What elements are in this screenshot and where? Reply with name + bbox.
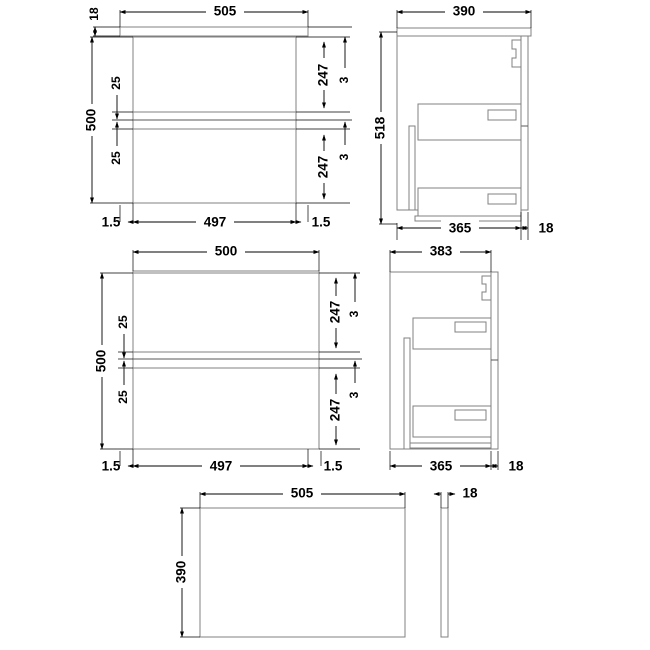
dim-label-365-depth: 365: [449, 221, 472, 236]
drawer-box-upper: [417, 103, 522, 141]
dim-label-bg-365: [441, 220, 479, 236]
base-rail-2: [409, 442, 492, 449]
dim-label-bg-383: [422, 244, 460, 260]
wall-bracket-upper-2: [481, 275, 492, 301]
worktop-edge-strip: [440, 507, 449, 638]
dim-label-bg-505: [206, 3, 244, 19]
dim-label-500-height: 500: [84, 109, 99, 132]
dim-label-bg-497: [196, 214, 234, 230]
cabinet-body-2: [132, 272, 320, 450]
drawer-runner-upper: [487, 109, 517, 121]
dim-label-25-upper: 25: [109, 76, 123, 90]
dim-label-18-edge: 18: [462, 486, 478, 501]
dim-label-390-depth: 390: [453, 4, 476, 19]
dim-label-500-width-2: 500: [215, 244, 238, 259]
dim-label-390-panel: 390: [174, 561, 189, 584]
view-worktop-panel: 505 390 18: [174, 486, 478, 638]
dim-label-1p5-right-2: 1.5: [324, 459, 343, 474]
dim-label-518-height: 518: [373, 116, 388, 139]
dim-label-1p5-left: 1.5: [102, 215, 121, 230]
dim-label-bg-247l: [316, 151, 332, 183]
dim-label-247-upper-2: 247: [328, 301, 343, 324]
dim-label-bg-500: [84, 104, 100, 136]
dim-label-505-panel: 505: [291, 486, 314, 501]
dim-label-bg-500h: [94, 345, 110, 377]
drawer-runner-lower-2: [454, 409, 487, 421]
worktop-panel-plate: [199, 507, 406, 638]
dim-label-bg-247u2: [328, 296, 344, 328]
dim-label-500-height-2: 500: [94, 350, 109, 373]
dim-label-bg-500w: [207, 244, 245, 260]
dim-label-1p5-right: 1.5: [312, 215, 331, 230]
side-worktop-slab: [396, 27, 532, 37]
dim-label-18-thickness: 18: [87, 7, 101, 21]
dim-label-bg-518: [373, 112, 389, 144]
dim-label-3-lower-2: 3: [347, 391, 361, 398]
dim-label-bg-390: [445, 3, 483, 19]
worktop-slab: [119, 26, 309, 37]
dim-label-18-panel: 18: [538, 221, 554, 236]
drawer-runner-lower: [487, 193, 517, 205]
dim-label-365-depth-2: 365: [430, 459, 453, 474]
view-front-elevation-505: 18 505 500 25 25 247 3: [84, 3, 352, 230]
view-side-elevation-383: 383 365 18: [389, 244, 524, 474]
drawer-runner-upper-2: [454, 321, 487, 333]
dim-label-bg-247l2: [328, 394, 344, 426]
dim-label-247-lower-2: 247: [328, 399, 343, 422]
dim-label-bg-390p: [174, 556, 190, 588]
dim-label-497-2: 497: [210, 459, 233, 474]
dim-label-bg-505p: [283, 486, 321, 502]
dim-label-25-lower-2: 25: [116, 390, 130, 404]
front-rail-2: [403, 337, 411, 450]
dim-label-25-upper-2: 25: [116, 315, 130, 329]
dim-label-3-upper-2: 3: [347, 310, 361, 317]
dim-label-bg-365-2: [422, 458, 460, 474]
rear-panel-18: [520, 35, 529, 211]
dim-label-1p5-left-2: 1.5: [102, 459, 121, 474]
dim-label-25-lower: 25: [109, 151, 123, 165]
wall-bracket-upper: [511, 39, 522, 68]
dim-label-497: 497: [204, 215, 227, 230]
front-rail: [408, 125, 416, 211]
dim-label-3-upper: 3: [337, 76, 351, 83]
view-front-elevation-500: 500 500 25 25 247 3 247 3: [94, 244, 362, 474]
dim-label-18-panel-2: 18: [508, 459, 524, 474]
dim-label-247-upper: 247: [316, 64, 331, 87]
dim-label-bg-497-2: [202, 458, 240, 474]
dim-label-383-depth: 383: [430, 244, 453, 259]
dim-label-247-lower: 247: [316, 156, 331, 179]
dim-label-505-width: 505: [214, 4, 237, 19]
view-side-elevation-390: 390 518 365 18: [373, 3, 554, 240]
dim-label-bg-247u: [316, 58, 332, 90]
dim-label-3-lower: 3: [337, 153, 351, 160]
